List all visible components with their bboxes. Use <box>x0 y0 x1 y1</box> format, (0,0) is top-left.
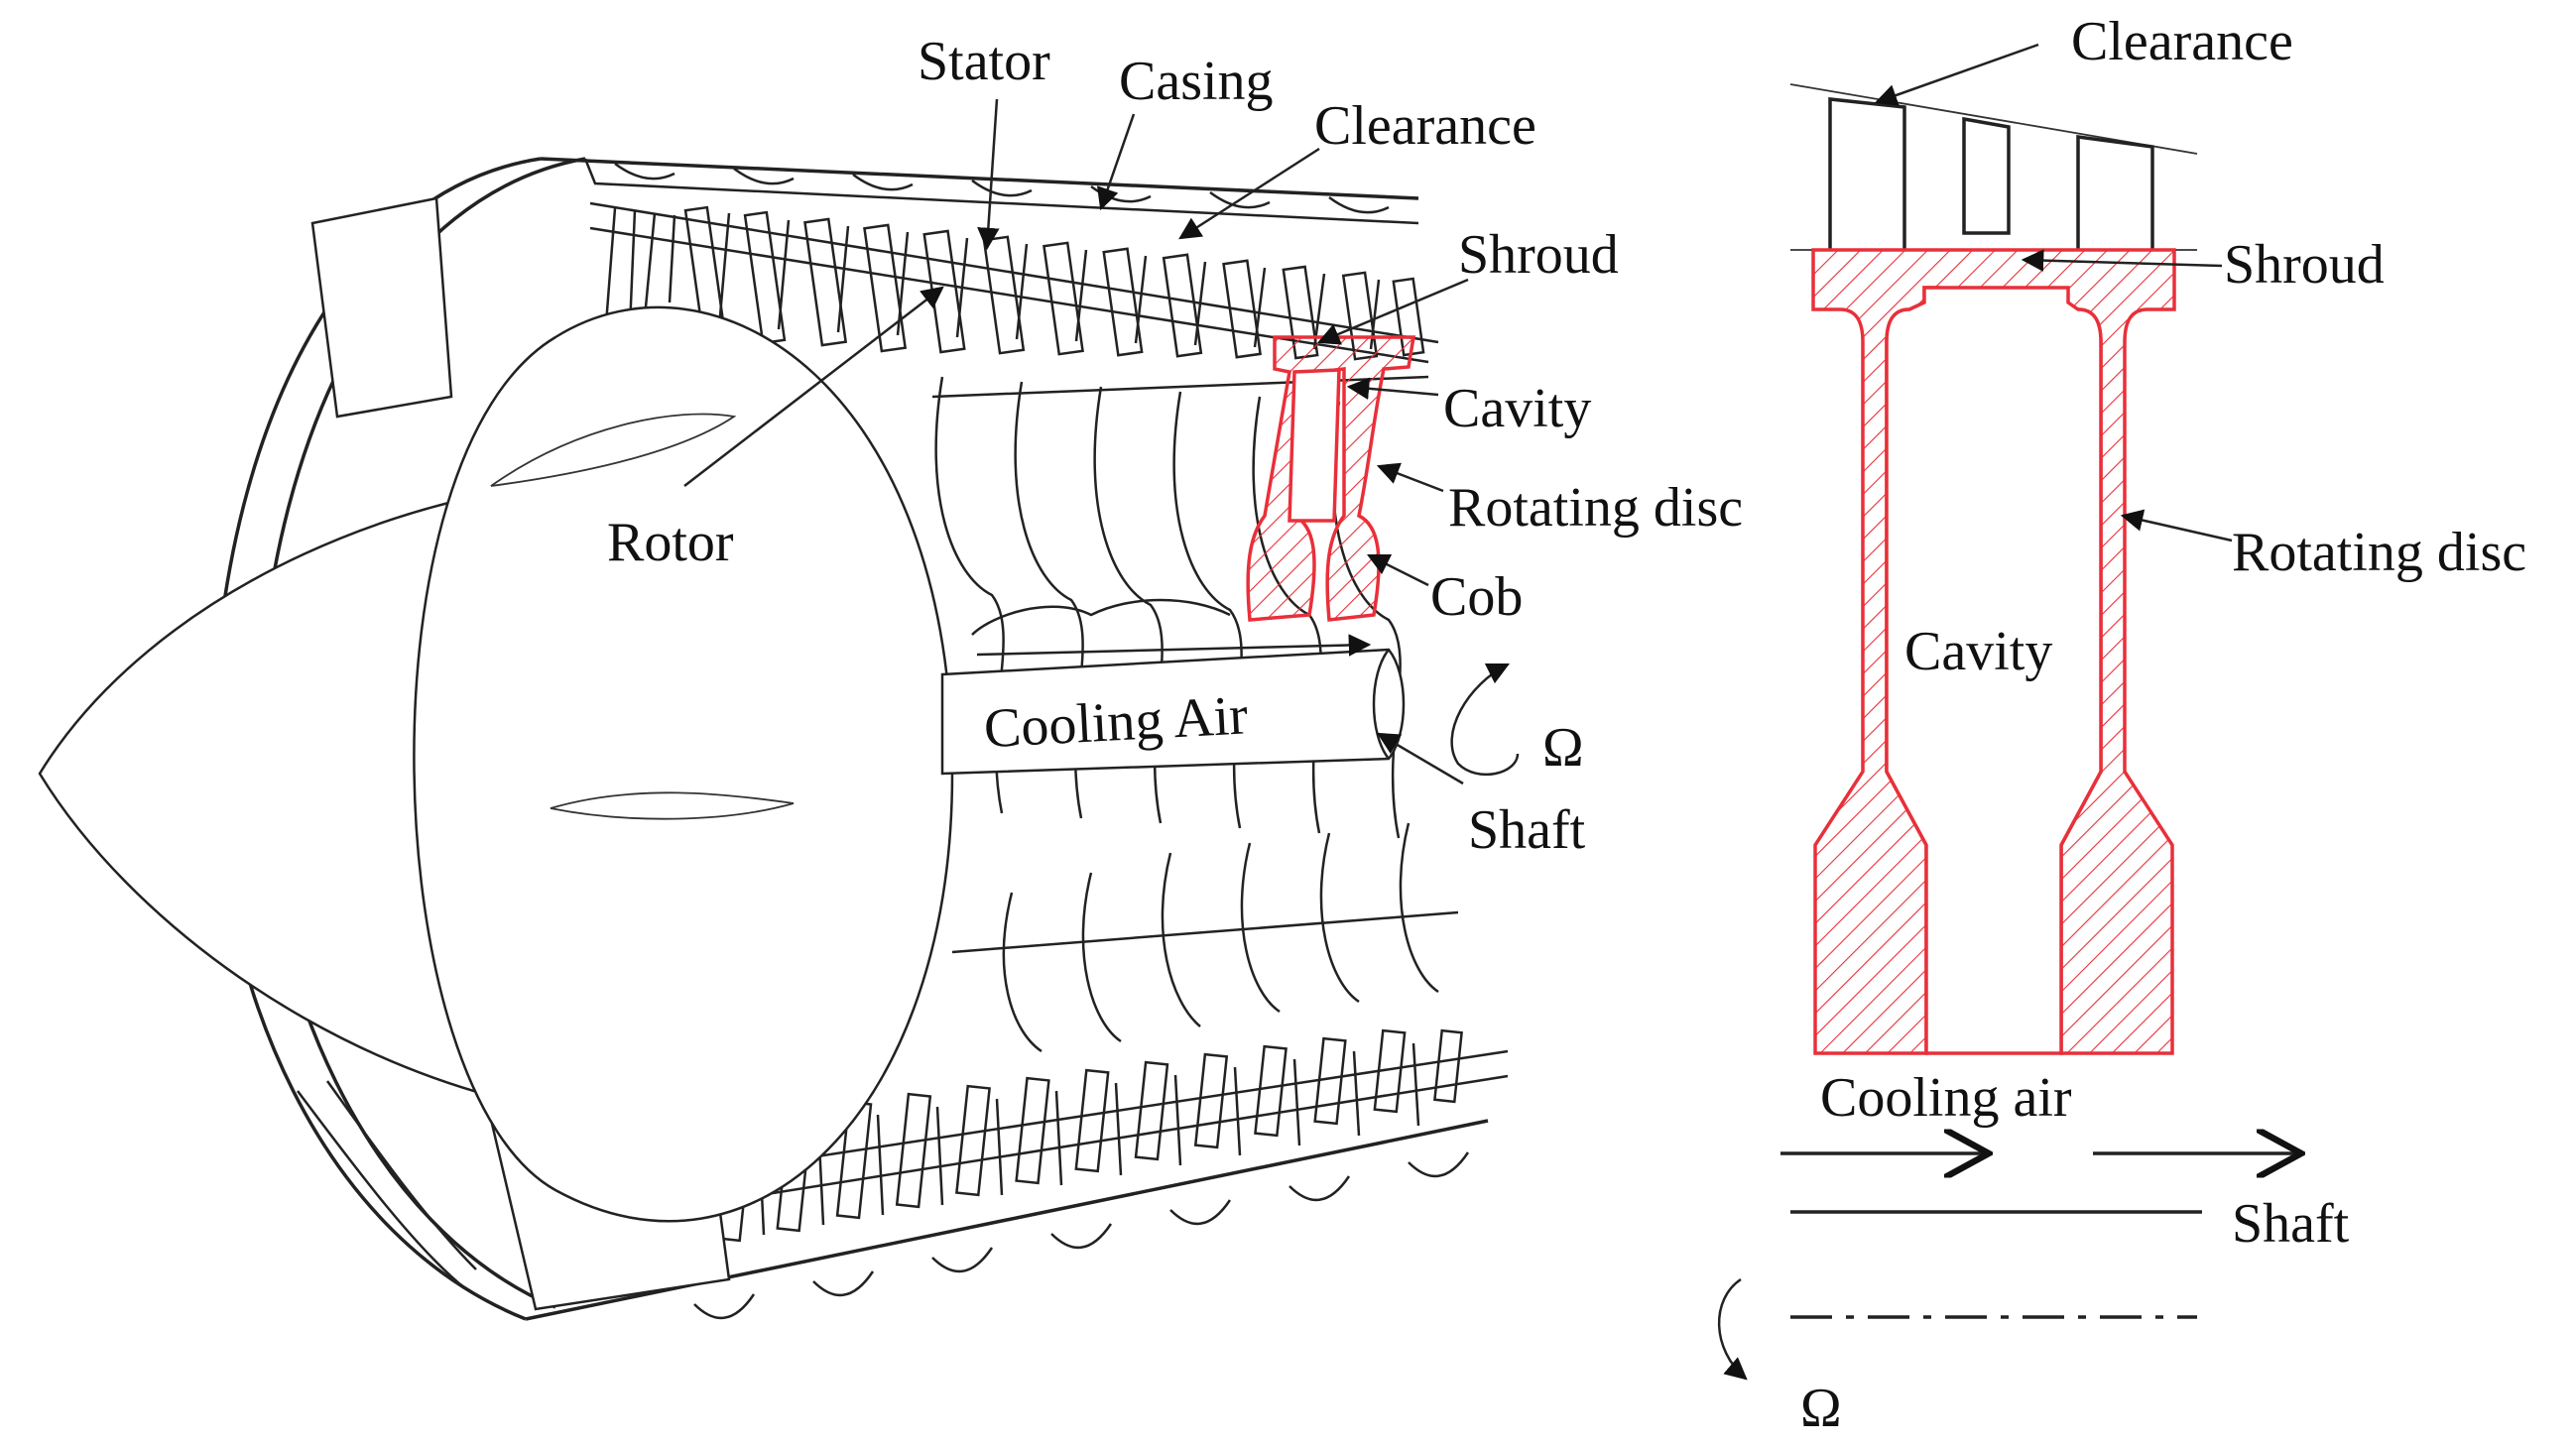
highlighted-disc <box>1246 335 1416 622</box>
label-rotating-disc-right: Rotating disc <box>2232 522 2526 583</box>
rotor-hub <box>413 305 954 1223</box>
label-shaft-left: Shaft <box>1468 799 1586 861</box>
casing-ribs-top <box>614 162 1390 214</box>
rotation-arrow-left <box>1450 663 1520 777</box>
label-cavity-right: Cavity <box>1904 621 2052 682</box>
label-rotor: Rotor <box>607 512 734 573</box>
label-clearance-left: Clearance <box>1314 95 1536 157</box>
label-shaft-right: Shaft <box>2232 1193 2350 1255</box>
compressor-cutaway: Stator Casing Clearance Shroud Cavity Ro… <box>38 31 1743 1321</box>
label-cooling-air-left: Cooling Air <box>982 684 1249 760</box>
label-rotating-disc-left: Rotating disc <box>1448 477 1743 539</box>
section-blades <box>1828 97 2154 250</box>
cross-section: Clearance Shroud Rotating disc Cavity Co… <box>1717 11 2526 1439</box>
hub-airfoil-lower <box>550 791 795 820</box>
label-cavity-left: Cavity <box>1443 378 1591 439</box>
label-omega-right: Ω <box>1800 1378 1842 1439</box>
section-disc <box>1811 248 2176 1055</box>
hub-airfoil-upper <box>490 413 737 487</box>
label-casing: Casing <box>1119 51 1274 112</box>
label-shroud-left: Shroud <box>1458 224 1619 286</box>
rotation-arrow-right <box>1717 1277 1748 1381</box>
label-cooling-air-right: Cooling air <box>1820 1067 2072 1129</box>
label-cob: Cob <box>1430 566 1523 628</box>
leaders-left <box>683 98 1469 785</box>
casing-ribs-bottom <box>693 1151 1470 1320</box>
label-shroud-right: Shroud <box>2224 234 2385 296</box>
label-clearance-right: Clearance <box>2071 11 2293 72</box>
leaders-right <box>1874 43 2233 543</box>
label-stator: Stator <box>918 31 1050 92</box>
label-omega-left: Ω <box>1542 717 1584 779</box>
inlet-vane-top <box>310 196 453 419</box>
